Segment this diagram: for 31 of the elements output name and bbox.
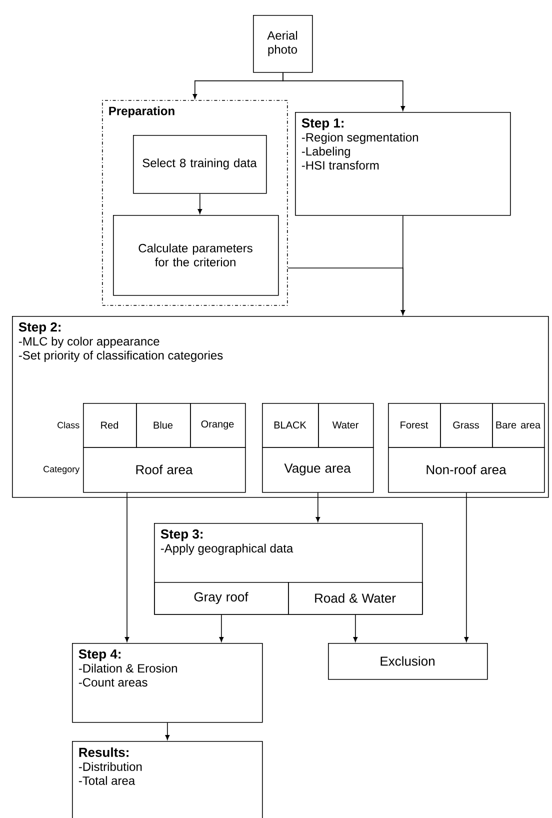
arrow <box>219 614 224 642</box>
table-cell: Orange <box>190 403 246 448</box>
table-cell: Roof area <box>83 447 246 493</box>
process-box: Step 4: -Dilation & Erosion -Count areas <box>72 643 263 723</box>
arrow <box>400 215 406 315</box>
table-cell: Bare area <box>492 403 545 448</box>
table-cell: Road & Water <box>288 582 423 615</box>
process-box: Step 1: -Region segmentation -Labeling -HSI transform <box>295 112 511 216</box>
arrow <box>165 722 170 740</box>
table-cell: Non-roof area <box>388 447 545 493</box>
process-box: Exclusion <box>328 643 488 680</box>
row-label: Class <box>58 422 80 428</box>
table-cell: Water <box>318 403 374 448</box>
table-cell: BLACK <box>262 403 319 448</box>
table-cell: Vague area <box>262 447 374 493</box>
table-cell: Gray roof <box>154 582 289 615</box>
arrow <box>353 614 358 642</box>
process-box: Results: -Distribution -Total area <box>72 741 263 818</box>
table-cell: Grass <box>440 403 493 448</box>
arrow <box>198 193 202 214</box>
arrow <box>124 492 130 642</box>
arrow <box>316 492 320 522</box>
process-box: Calculate parameters for the criterion <box>113 215 279 296</box>
input-box: Aerial photo <box>253 15 313 73</box>
row-label: Category <box>44 466 80 474</box>
process-box: Select 8 training data <box>133 135 267 194</box>
table-cell: Blue <box>136 403 191 448</box>
table-cell: Forest <box>388 403 441 448</box>
arrow <box>282 72 406 111</box>
table-cell: Red <box>83 403 137 448</box>
arrow <box>464 492 469 642</box>
